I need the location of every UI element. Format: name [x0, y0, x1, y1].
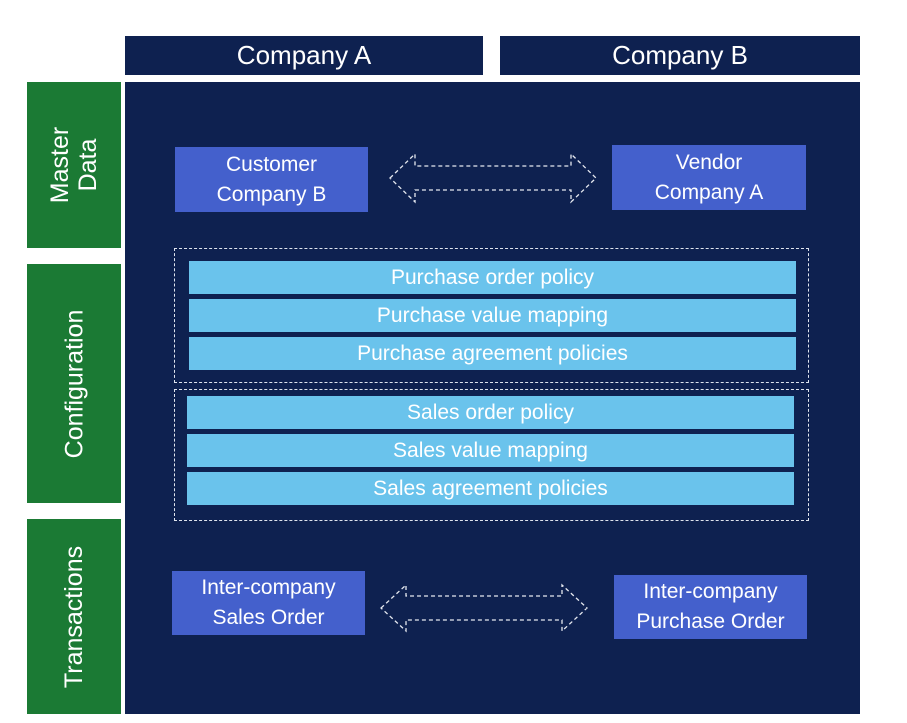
inter-company-sales-order-box: Inter-company Sales Order — [172, 571, 365, 635]
column-header-company-a: Company A — [125, 36, 483, 75]
sales-order-policy-bar: Sales order policy — [187, 396, 794, 429]
purchase-policies-group — [174, 248, 809, 383]
purchase-value-mapping-bar: Purchase value mapping — [189, 299, 796, 332]
transactions-bidirectional-arrow — [380, 583, 588, 633]
row-label-transactions: Transactions — [27, 519, 121, 714]
purchase-agreement-policies-bar: Purchase agreement policies — [189, 337, 796, 370]
customer-company-b-box: Customer Company B — [175, 147, 368, 212]
column-header-label: Company A — [236, 40, 372, 70]
column-header-company-b: Company B — [500, 36, 860, 75]
row-label-text: Configuration — [60, 309, 88, 458]
vendor-company-a-box: Vendor Company A — [612, 145, 806, 210]
row-label-text: Transactions — [60, 545, 88, 688]
sales-policies-group — [174, 389, 809, 521]
sales-agreement-policies-bar: Sales agreement policies — [187, 472, 794, 505]
row-label-text: Master Data — [46, 126, 102, 204]
master-data-bidirectional-arrow — [389, 152, 597, 204]
row-label-master-data: Master Data — [27, 82, 121, 248]
sales-value-mapping-bar: Sales value mapping — [187, 434, 794, 467]
purchase-order-policy-bar: Purchase order policy — [189, 261, 796, 294]
inter-company-purchase-order-box: Inter-company Purchase Order — [614, 575, 807, 639]
row-label-configuration: Configuration — [27, 264, 121, 503]
column-header-label: Company B — [612, 40, 748, 70]
